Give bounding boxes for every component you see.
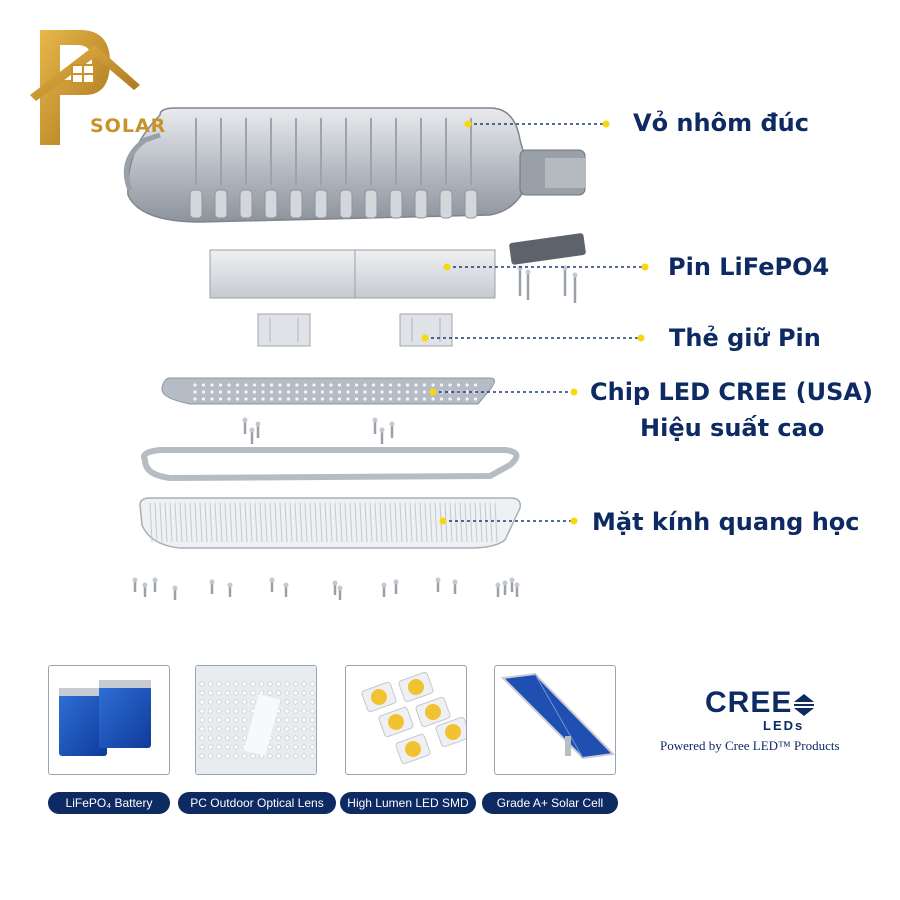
cree-powered-by: Powered by Cree LED™ Products xyxy=(660,738,840,753)
feature-thumb-solar xyxy=(494,665,616,775)
feature-label-battery: LiFePO₄ Battery xyxy=(48,792,170,814)
callout-chip-efficiency: Hiệu suất cao xyxy=(640,414,825,442)
cree-arrows-icon xyxy=(794,694,814,716)
feature-thumb-battery xyxy=(48,665,170,775)
brand-wordmark: SOLAR xyxy=(90,115,167,137)
housing-part xyxy=(123,107,586,223)
callout-lines xyxy=(425,123,645,522)
bracket-part xyxy=(509,233,586,303)
optical-lens-icon xyxy=(196,666,316,774)
feature-label-lens: PC Outdoor Optical Lens xyxy=(178,792,336,814)
battery-part xyxy=(209,249,496,299)
callout-battery: Pin LiFePO4 xyxy=(668,253,830,281)
battery-holder-part xyxy=(257,313,453,347)
cree-logo-leds: LEDs xyxy=(763,718,805,733)
battery-cells-icon xyxy=(59,680,151,756)
feature-label-led: High Lumen LED SMD xyxy=(340,792,476,814)
gasket-part xyxy=(141,417,520,482)
callout-holder: Thẻ giữ Pin xyxy=(669,324,821,352)
optical-lens-part xyxy=(132,497,522,600)
led-chips-icon xyxy=(361,671,466,765)
led-board-part xyxy=(161,377,495,405)
feature-thumb-lens xyxy=(195,665,317,775)
callout-housing: Vỏ nhôm đúc xyxy=(633,109,809,137)
callout-chip: Chip LED CREE (USA) xyxy=(590,378,873,406)
feature-label-solar: Grade A+ Solar Cell xyxy=(482,792,618,814)
feature-thumb-led xyxy=(345,665,467,775)
solar-panel-icon xyxy=(500,672,615,760)
brand-logo xyxy=(30,30,140,145)
callout-lens: Mặt kính quang học xyxy=(592,508,860,536)
callout-dots xyxy=(421,120,649,525)
cree-logo-word: CREE xyxy=(705,686,793,719)
